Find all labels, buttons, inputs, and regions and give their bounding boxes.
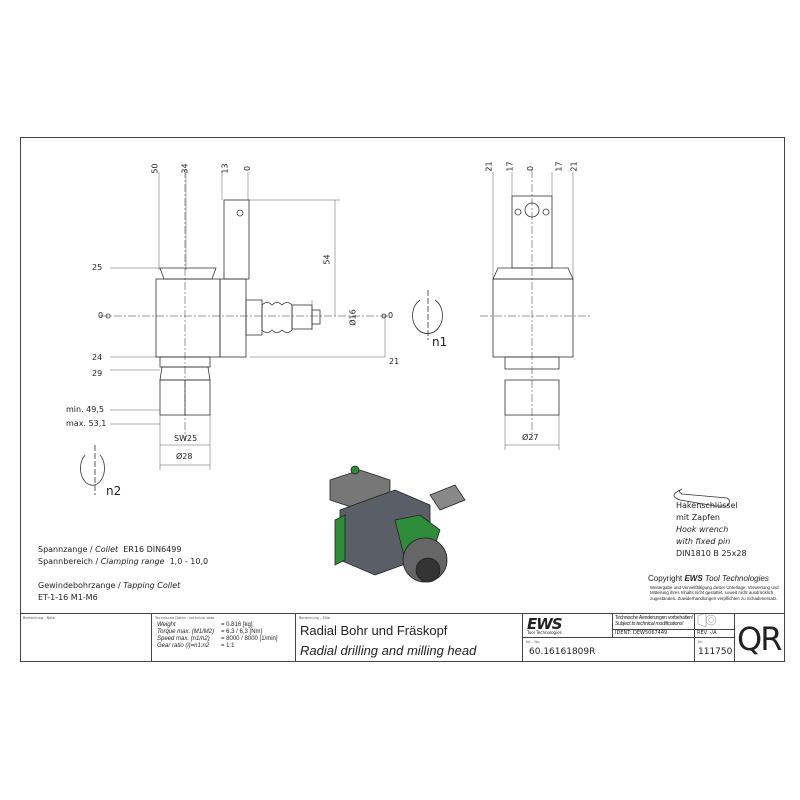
dim-label: 0 (98, 311, 104, 320)
tapping-collet-note: Gewindebohrzange / Tapping Collet (38, 581, 181, 590)
ews-logo: EWS (527, 615, 563, 633)
qr-cell: QR (735, 613, 785, 662)
dim-label: 21 (569, 161, 579, 172)
projection-symbol (695, 613, 735, 629)
title-cell: Benennung - Title Radial Bohr und Fräsko… (296, 613, 523, 662)
number-cell: Nr. - No. 60.16161809R (523, 637, 695, 662)
copyright: Copyright EWS Tool Technologies (648, 574, 769, 583)
technical-data-cell: Technische Daten - technical data Weight… (152, 613, 296, 662)
drawing-frame (20, 137, 785, 662)
rotation-arrow-n2 (80, 445, 105, 495)
dim-label: 24 (92, 353, 103, 362)
tapping-collet-spec: ET-1-16 M1-M6 (38, 593, 98, 602)
dim-label: Ø27 (522, 433, 539, 442)
copyright-notice: Weitergabe und Vervielfältigung dieser U… (650, 585, 779, 601)
dim-label: max. 53,1 (66, 419, 107, 428)
revision: REV. -/A (695, 629, 735, 637)
side-view (480, 170, 590, 450)
dim-label: Ø28 (176, 452, 193, 461)
dim-label: 17 (505, 161, 515, 172)
dim-label: SW25 (174, 434, 198, 443)
clamping-range-note: Spannbereich / Clamping range 1,0 - 10,0 (38, 557, 209, 566)
logo-cell: EWS Tool Technologies (523, 613, 613, 637)
dim-label: Ø16 (348, 309, 358, 326)
hook-wrench-icon (673, 488, 730, 507)
front-view (100, 170, 390, 470)
rotation-label: n1 (432, 335, 448, 349)
isometric-view (329, 465, 466, 583)
dim-label: 54 (322, 254, 332, 265)
dim-label: 34 (180, 163, 190, 174)
projection-symbol-icon (697, 612, 717, 628)
dim-label: 29 (92, 369, 103, 378)
code-cell: Nr. 111750 (695, 637, 735, 662)
dim-label: 0 (388, 311, 394, 320)
dim-label: 25 (92, 263, 103, 272)
remark-cell: Bemerkung - Note (20, 613, 152, 662)
dim-label: 0 (243, 165, 253, 172)
dim-label: 13 (220, 163, 230, 174)
rotation-label: n2 (106, 484, 122, 498)
dim-label: 21 (389, 357, 400, 366)
dim-label: min. 49,5 (66, 405, 104, 414)
rotation-arrow-n1 (412, 290, 443, 340)
collet-note: Spannzange / Collet ER16 DIN6499 (38, 545, 182, 554)
dim-label: 0 (526, 165, 536, 172)
dim-label: 21 (484, 161, 494, 172)
dim-label: 50 (150, 163, 160, 174)
changes-cell: Technische Aenderungen vorbehalten!Subje… (613, 613, 695, 629)
dim-label: 17 (554, 161, 564, 172)
ident: IDENT: DEW5067449 (613, 629, 695, 637)
